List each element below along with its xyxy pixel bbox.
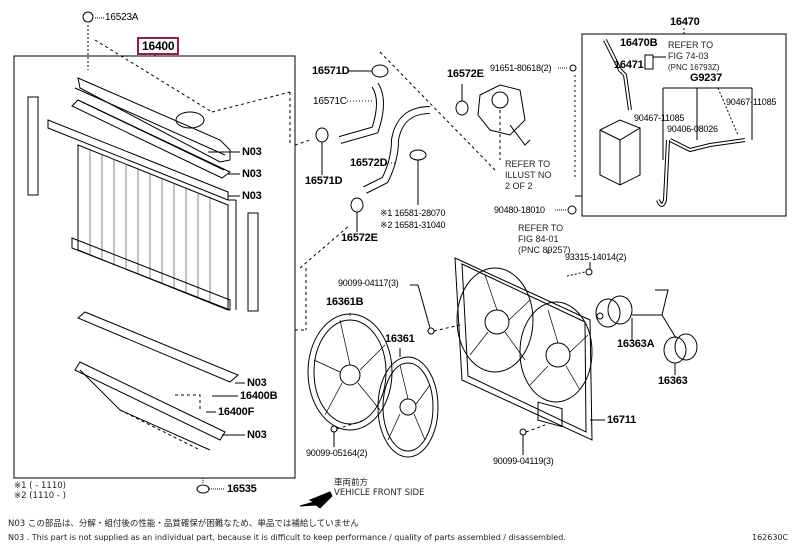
main-assembly-16400[interactable]: 16400 <box>137 37 180 55</box>
variant-legend-1: ※1 ( - 1110) <box>14 481 66 491</box>
fan-16361-shape <box>377 356 439 458</box>
part-reservoir-cap[interactable]: 16470B <box>620 37 658 49</box>
part-seal-n03[interactable]: N03 <box>247 377 267 389</box>
part-motor-16363[interactable]: 16363 <box>658 375 688 387</box>
radiator-cap-icon <box>82 11 94 23</box>
variant-legend-2: ※2 (1110 - ) <box>14 491 66 501</box>
part-lower-support[interactable]: 16535 <box>227 483 257 495</box>
refer-line: (PNC 89257) <box>518 245 571 255</box>
refer-line: FIG 74-03 <box>668 51 709 61</box>
part-seal-n03[interactable]: N03 <box>247 429 267 441</box>
part-drain-oring[interactable]: 16400F <box>218 406 255 418</box>
part-pipe-variant-1[interactable]: ※1 16581-28070 <box>380 208 446 218</box>
refer-illust-line: 2 OF 2 <box>505 181 533 191</box>
part-drain-plug[interactable]: 16400B <box>240 390 278 402</box>
part-clamp-lower[interactable]: 16572E <box>341 232 378 244</box>
part-radiator-cap[interactable]: 16523A <box>105 12 139 23</box>
part-reservoir-hose[interactable]: 16471 <box>614 59 644 71</box>
refer-line: FIG 84-01 <box>518 234 559 244</box>
part-clamp-lower-left[interactable]: 16571D <box>305 175 343 187</box>
refer-fig-74-03: REFER TO FIG 74-03 (PNC 16793Z) <box>668 40 720 73</box>
part-clamp-b[interactable]: 90467-11085 <box>634 113 685 123</box>
part-relay-bolt[interactable]: 93315-14014(2) <box>565 252 627 262</box>
part-reservoir-bolt[interactable]: 90480-18010 <box>494 205 545 215</box>
part-fan-16361b[interactable]: 16361B <box>326 296 364 308</box>
direction-label-jp: 車両前方 <box>334 478 369 488</box>
part-shroud[interactable]: 16711 <box>607 414 636 426</box>
part-reservoir-assembly[interactable]: 16470 <box>670 16 700 28</box>
part-seal-n03[interactable]: N03 <box>242 146 262 158</box>
part-clamp-upper[interactable]: 16571D <box>312 65 350 77</box>
footer-note-jp: N03 この部品は、分解・組付後の性能・品質確保が困難なため、単品では補給してい… <box>8 519 359 529</box>
part-screw-bottom-left[interactable]: 90099-05164(2) <box>306 448 368 458</box>
part-pipe-variant-2[interactable]: ※2 16581-31040 <box>380 220 446 230</box>
refer-illust-line: ILLUST NO <box>505 170 552 180</box>
direction-label-en: VEHICLE FRONT SIDE <box>334 488 425 498</box>
part-grommet[interactable]: 90406-08026 <box>667 124 718 134</box>
footer-note-en: N03 . This part is not supplied as an in… <box>8 533 566 542</box>
part-group-g9237[interactable]: G9237 <box>690 72 723 84</box>
lower-support-icon <box>196 484 210 494</box>
refer-illust-line: REFER TO <box>505 159 551 169</box>
refer-line: REFER TO <box>668 40 714 50</box>
part-screw-bottom-right[interactable]: 90099-04119(3) <box>493 456 554 466</box>
refer-line: (PNC 16793Z) <box>668 63 720 72</box>
vehicle-front-arrow <box>299 491 333 509</box>
part-hose-upper[interactable]: 16571C <box>313 96 347 107</box>
part-screw-top[interactable]: 90099-04117(3) <box>338 278 399 288</box>
refer-illust: REFER TO ILLUST NO 2 OF 2 <box>505 159 551 192</box>
refer-fig-84-01: REFER TO FIG 84-01 (PNC 89257) <box>518 223 571 256</box>
part-outlet-bolt[interactable]: 91651-80618(2) <box>490 63 552 73</box>
part-clamp-engine[interactable]: 16572E <box>447 68 484 80</box>
part-hose-lower[interactable]: 16572D <box>350 157 388 169</box>
refer-line: REFER TO <box>518 223 564 233</box>
part-seal-n03[interactable]: N03 <box>242 168 262 180</box>
figure-id: 162630C <box>752 533 789 542</box>
part-fan-16361[interactable]: 16361 <box>385 333 415 345</box>
part-seal-n03[interactable]: N03 <box>242 190 262 202</box>
part-motor-16363a[interactable]: 16363A <box>617 338 655 350</box>
fan-16361b-shape <box>307 313 393 431</box>
part-clamp-a[interactable]: 90467-11085 <box>726 97 777 107</box>
